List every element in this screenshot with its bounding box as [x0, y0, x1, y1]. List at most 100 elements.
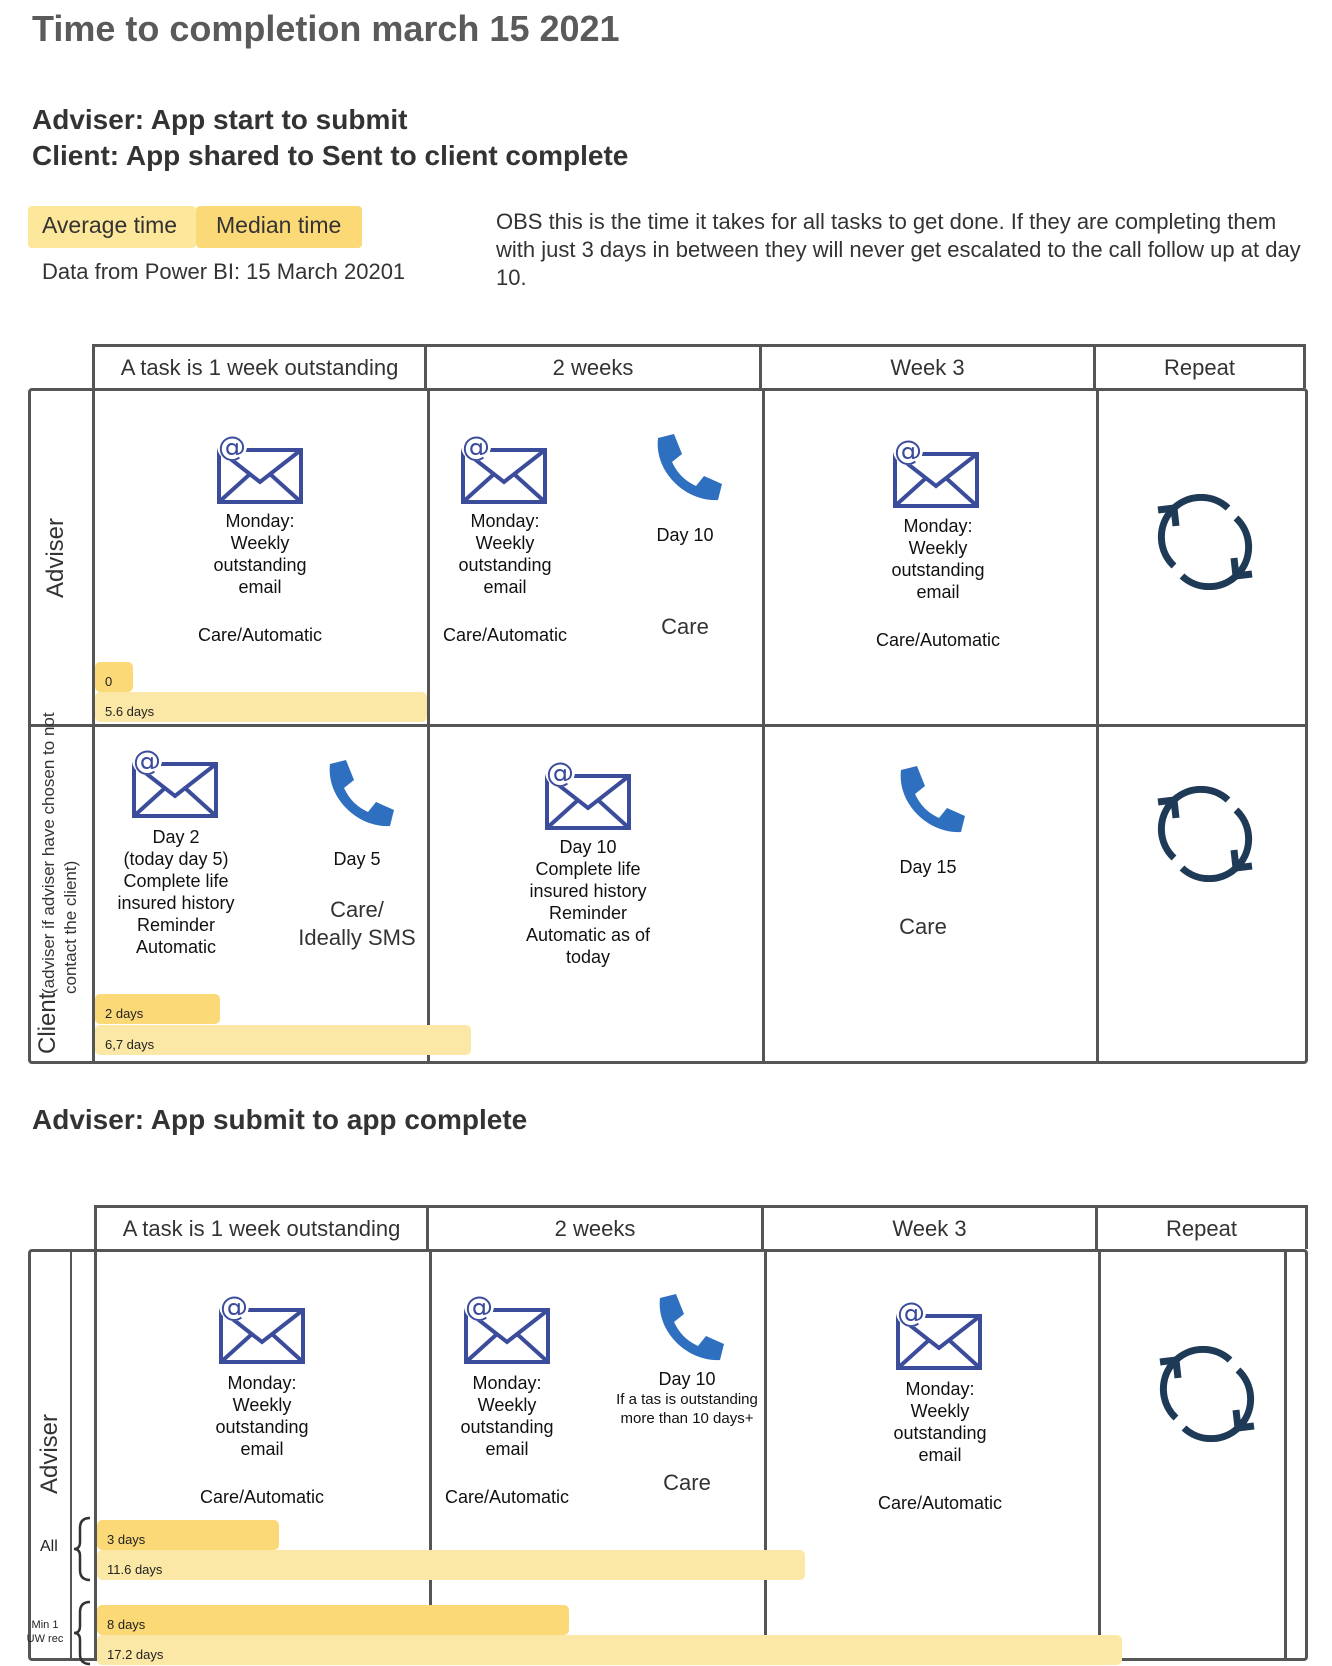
text-line: Monday:: [472, 1373, 542, 1393]
phone-icon: [322, 758, 394, 830]
bar-label: 3 days: [107, 1532, 146, 1547]
text-line: Monday:: [470, 511, 540, 531]
grid-divider: [1098, 1249, 1101, 1661]
bar-label: 8 days: [107, 1617, 146, 1632]
svg-text:@: @: [546, 756, 574, 789]
text-line: outstanding: [215, 1417, 309, 1437]
text-line: outstanding: [893, 1423, 987, 1443]
adviser-week2-care: Care: [661, 614, 709, 639]
adviser-week2-owner: Care/Automatic: [442, 625, 568, 645]
text-line: Day 10: [559, 837, 617, 857]
header-week3-label: Week 3: [892, 1215, 967, 1241]
text-line: Automatic: [135, 937, 217, 957]
text-line: Complete life: [535, 859, 641, 879]
s2-week2-day: Day 10: [658, 1369, 716, 1389]
header-week2: 2 weeks: [429, 1205, 764, 1249]
min-median-bar: 8 days: [97, 1605, 569, 1635]
repeat-icon: [1152, 786, 1258, 882]
text-line: Care/: [330, 897, 384, 922]
svg-text:@: @: [462, 430, 490, 463]
page-title: Time to completion march 15 2021: [32, 8, 620, 49]
text-line: email: [916, 582, 960, 602]
adviser-median-bar: 0: [95, 662, 133, 692]
row-label-client-text: Client: [34, 992, 61, 1054]
text-line: Weekly: [230, 533, 290, 553]
text-line: insured history: [117, 893, 235, 913]
adviser-week2-text: Monday: Weekly outstanding email: [405, 510, 605, 598]
s2-week3-text: Monday: Weekly outstanding email: [840, 1378, 1040, 1466]
repeat-icon: [1154, 1346, 1260, 1442]
bar-label: 5.6 days: [105, 704, 155, 719]
text-line: email: [238, 577, 282, 597]
bar-label: 6,7 days: [105, 1037, 155, 1052]
grid-divider: [1284, 1249, 1287, 1661]
min-average-bar: 17.2 days: [97, 1635, 1122, 1665]
text-line: Complete life: [123, 871, 229, 891]
adviser-week1-owner: Care/Automatic: [197, 625, 323, 645]
phone-icon: [650, 432, 722, 504]
s2-week2-owner: Care/Automatic: [444, 1487, 570, 1507]
s2-week2-text: Monday: Weekly outstanding email: [407, 1372, 607, 1460]
text-line: email: [483, 577, 527, 597]
email-icon: @: [463, 1290, 551, 1364]
subtitle-line-1: Adviser: App start to submit: [32, 104, 408, 135]
header-week1-label: A task is 1 week outstanding: [120, 354, 399, 380]
text-line: Ideally SMS: [298, 925, 416, 950]
grid-divider: [764, 1249, 767, 1661]
all-average-bar: 11.6 days: [97, 1550, 805, 1580]
text-line: email: [240, 1439, 284, 1459]
text-line: UW rec: [26, 1633, 64, 1645]
header-week1-label: A task is 1 week outstanding: [122, 1215, 401, 1241]
s2-week1-text: Monday: Weekly outstanding email: [162, 1372, 362, 1460]
text-line: Day 2: [152, 827, 200, 847]
text-line: Automatic as of: [525, 925, 651, 945]
svg-text:@: @: [894, 434, 922, 467]
client-week1-day: Day 5: [333, 849, 381, 869]
group-label-min: Min 1 UW rec: [20, 1618, 70, 1646]
header-repeat-label: Repeat: [1166, 1215, 1237, 1241]
header-week3-label: Week 3: [890, 354, 965, 380]
email-icon: @: [216, 430, 304, 504]
text-line: email: [485, 1439, 529, 1459]
text-line: Monday:: [227, 1373, 297, 1393]
header-week2-label: 2 weeks: [554, 1215, 636, 1241]
all-median-bar: 3 days: [97, 1520, 279, 1550]
email-icon: @: [460, 430, 548, 504]
legend-median: Median time: [196, 206, 362, 248]
text-line: Reminder: [548, 903, 628, 923]
client-week1-care: Care/ Ideally SMS: [282, 896, 432, 952]
svg-text:@: @: [465, 1290, 493, 1323]
text-line: Weekly: [475, 533, 535, 553]
svg-text:@: @: [218, 430, 246, 463]
text-line: Weekly: [232, 1395, 292, 1415]
row-label-adviser: Adviser: [42, 518, 70, 598]
s2-week2-note: If a tas is outstanding more than 10 day…: [597, 1390, 777, 1428]
text-line: insured history: [529, 881, 647, 901]
client-week3-day: Day 15: [899, 857, 957, 877]
text-line: outstanding: [213, 555, 307, 575]
text-line: email: [918, 1445, 962, 1465]
header-repeat: Repeat: [1098, 1205, 1308, 1249]
text-line: (today day 5): [123, 849, 229, 869]
header-week2-label: 2 weeks: [552, 354, 634, 380]
legend-average: Average time: [28, 206, 196, 248]
svg-text:@: @: [897, 1296, 925, 1329]
header-week1: A task is 1 week outstanding: [92, 344, 427, 388]
client-week2-text: Day 10 Complete life insured history Rem…: [488, 836, 688, 968]
client-average-bar: 6,7 days: [95, 1025, 471, 1055]
text-line: Weekly: [908, 538, 968, 558]
header-week1: A task is 1 week outstanding: [94, 1205, 429, 1249]
bar-label: 11.6 days: [107, 1562, 163, 1577]
grid-divider: [429, 1249, 432, 1661]
row-label-client-note: (adviser if adviser have chosen to not c…: [38, 664, 82, 994]
row-label-client: Client: [34, 993, 62, 1054]
bar-label: 17.2 days: [107, 1647, 164, 1662]
email-icon: @: [895, 1296, 983, 1370]
repeat-icon: [1152, 494, 1258, 590]
s2-week3-owner: Care/Automatic: [877, 1493, 1003, 1513]
subtitle-line-2: Client: App shared to Sent to client com…: [32, 140, 629, 171]
row-label-adviser-text: Adviser: [42, 517, 69, 598]
text-line: Min 1: [31, 1619, 59, 1631]
header-week3: Week 3: [762, 344, 1096, 388]
email-icon: @: [131, 744, 219, 818]
